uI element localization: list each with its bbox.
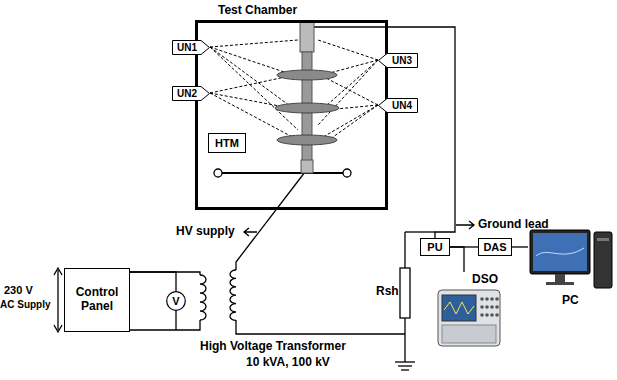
shunt-wire (404, 232, 405, 268)
node-label: UN1 (177, 42, 197, 54)
primary-wire (130, 320, 200, 330)
shunt-label: Rsh (376, 285, 399, 299)
wire-connector (130, 272, 176, 291)
htm-box: HTM (208, 133, 246, 153)
electrode-ring (343, 169, 351, 177)
sensor: UN4 (378, 98, 418, 113)
shunt-wire (404, 318, 405, 362)
node-label: Control Panel (71, 286, 123, 314)
node-label: V (172, 295, 179, 308)
ground-label: Ground lead (478, 218, 549, 232)
wire-connector (512, 246, 528, 247)
computer: PC (528, 226, 614, 314)
label-arrow (244, 228, 257, 236)
node-label: DSO (472, 273, 498, 287)
node-label: Test Chamber (218, 4, 297, 18)
node-label: DAS (483, 241, 506, 254)
wire-connector (388, 27, 455, 238)
node-label: UN2 (177, 88, 197, 100)
secondary-coil (230, 270, 236, 320)
sensor-sight-lines (210, 40, 378, 142)
das-box: DAS (478, 238, 512, 256)
node-label: UN3 (392, 55, 412, 67)
node-label: PC (562, 294, 579, 308)
sensor: UN1 (172, 40, 210, 55)
sensor: UN2 (172, 86, 210, 101)
oscilloscope: DSO (436, 272, 502, 348)
electrode-ring (214, 169, 222, 177)
ground-wire (310, 26, 388, 27)
node-label: PU (427, 241, 442, 254)
resistor-symbol (400, 268, 410, 318)
supply-label: 230 V (4, 284, 33, 297)
ground-wire (236, 320, 405, 334)
control-panel: Control Panel (64, 268, 130, 332)
sensor: UN3 (378, 53, 418, 68)
transformer-label: High Voltage Transformer (200, 340, 346, 354)
voltmeter: V (166, 291, 186, 311)
ground-symbol (395, 362, 415, 370)
supply-arrow (57, 270, 58, 330)
ground-wire (405, 231, 435, 232)
voltmeter-wire (175, 311, 176, 330)
transformer-rating: 10 kVA, 100 kV (246, 356, 330, 370)
supply-arrow (54, 268, 62, 332)
label-arrow (456, 221, 474, 229)
insulator (275, 22, 339, 173)
hv-label: HV supply (176, 225, 235, 239)
pu-box: PU (420, 238, 450, 256)
node-label: UN4 (392, 100, 412, 112)
electrode-bar (222, 172, 343, 174)
wire-connector (450, 247, 464, 272)
hv-wire (236, 172, 305, 270)
primary-coil (200, 275, 206, 320)
node-label: HTM (215, 137, 239, 150)
test-chamber: Test ChamberHTM (195, 20, 388, 210)
supply-label: AC Supply (0, 299, 51, 311)
